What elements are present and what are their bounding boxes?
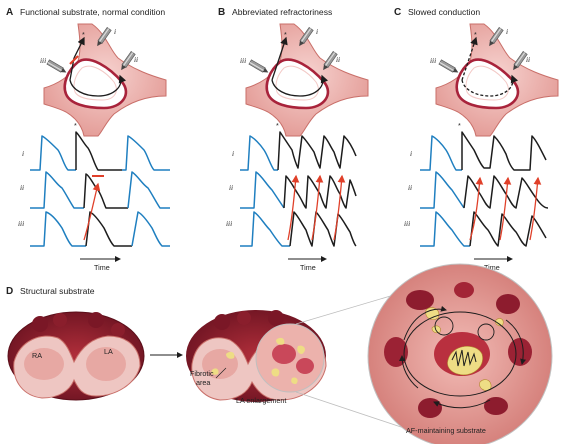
conduction-arrow-c3 xyxy=(529,176,542,241)
panel-b-letter: B xyxy=(218,7,225,18)
heart-enlarged: Fibrotic area LA enlargement xyxy=(186,310,327,405)
time-label-b: Time xyxy=(300,263,316,272)
trace-a-i-black xyxy=(75,131,122,171)
ra-label: RA xyxy=(32,351,42,360)
trace-b-i-black xyxy=(277,131,357,171)
trace-c-iii-black xyxy=(469,211,547,247)
time-label-c: Time xyxy=(484,263,500,272)
tissue-diagram-c: * xyxy=(434,22,560,138)
conduction-arrow-a xyxy=(83,182,101,241)
electrode-label-ii-c: ii xyxy=(526,55,530,64)
conduction-arrow-b1 xyxy=(287,174,300,241)
trace-b-ii-blue xyxy=(240,171,285,209)
electrode-icon xyxy=(248,59,271,76)
row-label-i-c: i xyxy=(410,149,412,158)
electrode-label-iii-b: iii xyxy=(240,56,246,65)
electrode-label-ii-b: ii xyxy=(336,55,340,64)
trace-a-iii-blue xyxy=(30,211,86,247)
trace-a-ii-blue2 xyxy=(127,171,170,209)
electrode-label-ii: ii xyxy=(134,55,138,64)
fibrotic-area-label-2: area xyxy=(196,378,210,387)
row-label-iii-b: iii xyxy=(226,219,232,228)
electrode-icon xyxy=(46,59,69,76)
star-c: * xyxy=(458,121,461,130)
panel-d-letter: D xyxy=(6,286,13,297)
trace-c-i-black xyxy=(461,131,547,171)
trace-a-ii-black xyxy=(83,173,128,209)
af-substrate-zoom xyxy=(367,263,553,444)
star-a: * xyxy=(74,121,77,130)
trace-c-ii-blue xyxy=(420,171,465,209)
row-label-ii: ii xyxy=(20,183,24,192)
trace-c-iii-blue xyxy=(420,211,470,247)
panel-c-title: Slowed conduction xyxy=(408,7,480,17)
af-substrate-label: AF-maintaining substrate xyxy=(406,426,486,435)
row-label-i: i xyxy=(22,149,24,158)
conduction-arrow-b2 xyxy=(311,174,324,241)
trace-a-i-blue2 xyxy=(122,135,170,171)
heart-normal: RA LA xyxy=(7,311,145,401)
conduction-arrow-c2 xyxy=(499,176,512,241)
panel-d: D Structural substrate RA LA xyxy=(6,263,553,444)
zoom-line-top xyxy=(295,291,405,325)
panel-a: A Functional substrate, normal condition… xyxy=(6,7,170,272)
electrode-label-iii: iii xyxy=(40,56,46,65)
star-a-diagram: * xyxy=(82,30,85,39)
row-label-iii: iii xyxy=(18,219,24,228)
star-c-diagram: * xyxy=(474,30,477,39)
wavefront-arrow-icon xyxy=(69,57,127,97)
electrode-icon xyxy=(438,59,461,76)
panel-b: B Abbreviated refractoriness * i ii iii … xyxy=(218,7,370,272)
panel-d-title: Structural substrate xyxy=(20,286,95,296)
trace-a-iii-blue2 xyxy=(131,211,170,247)
trace-a-iii-black xyxy=(85,211,132,247)
panel-b-title: Abbreviated refractoriness xyxy=(232,7,332,17)
row-label-i-b: i xyxy=(232,149,234,158)
panel-a-letter: A xyxy=(6,7,13,18)
conduction-arrow-b3 xyxy=(333,174,346,241)
trace-b-i-blue xyxy=(240,135,278,171)
la-enlargement-label: LA enlargement xyxy=(236,396,286,405)
tissue-diagram-a: * xyxy=(42,22,168,138)
panel-c-letter: C xyxy=(394,7,401,18)
fibrotic-area-label-1: Fibrotic xyxy=(190,369,214,378)
star-b-diagram: * xyxy=(284,30,287,39)
electrode-label-i-b: i xyxy=(316,27,318,36)
row-label-ii-c: ii xyxy=(408,183,412,192)
trace-b-ii-black xyxy=(283,175,357,209)
trace-a-ii-blue xyxy=(30,171,84,209)
la-label: LA xyxy=(104,347,113,356)
trace-b-iii-blue xyxy=(240,211,290,247)
trace-b-iii-black xyxy=(289,211,357,247)
panel-c: C Slowed conduction * i ii iii * i ii ii… xyxy=(394,7,560,272)
row-label-ii-b: ii xyxy=(229,183,233,192)
star-b: * xyxy=(276,121,279,130)
trace-c-i-blue xyxy=(420,135,462,171)
conduction-arrow-c1 xyxy=(469,176,484,241)
tissue-diagram-b: * xyxy=(244,22,370,138)
zoom-line-bottom xyxy=(295,391,405,429)
panel-a-title: Functional substrate, normal condition xyxy=(20,7,165,17)
electrode-label-i: i xyxy=(114,27,116,36)
time-label-a: Time xyxy=(94,263,110,272)
electrode-label-iii-c: iii xyxy=(430,56,436,65)
electrode-label-i-c: i xyxy=(506,27,508,36)
row-label-iii-c: iii xyxy=(404,219,410,228)
trace-a-i-blue xyxy=(30,135,76,171)
